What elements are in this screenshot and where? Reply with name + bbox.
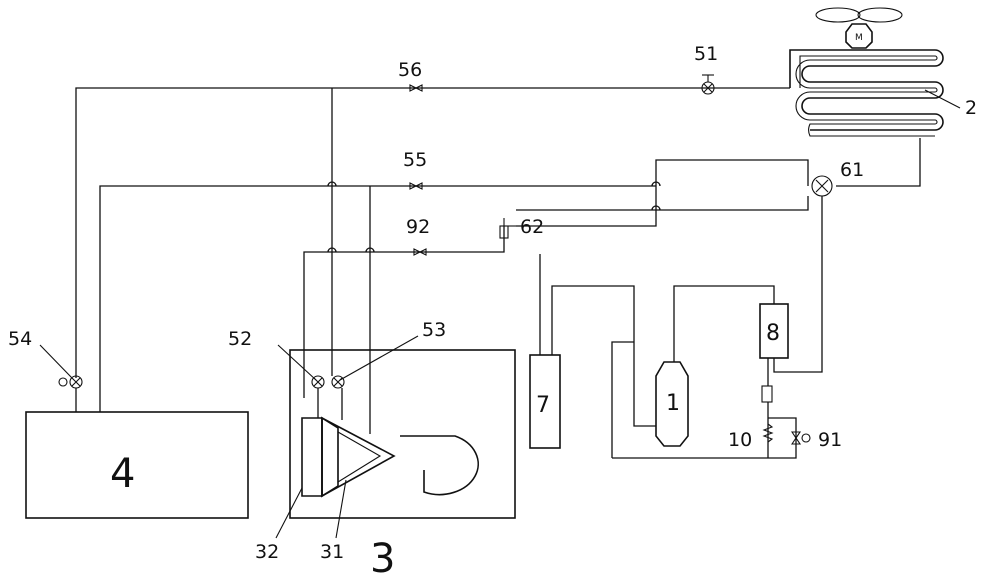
valve-56 xyxy=(409,84,423,92)
label-56: 56 xyxy=(398,59,422,81)
fan-volute xyxy=(400,435,479,496)
pipe-61-down xyxy=(773,196,823,373)
tank-4 xyxy=(25,411,249,519)
condenser-coil-2-inner xyxy=(795,55,938,137)
leader-53 xyxy=(339,335,419,381)
leader-52 xyxy=(277,344,317,381)
expansion-62 xyxy=(499,218,516,239)
fan-blade-right xyxy=(857,7,903,23)
label-52: 52 xyxy=(228,328,252,350)
label-31: 31 xyxy=(320,541,344,563)
motor-icon xyxy=(845,23,873,49)
label-51: 51 xyxy=(694,43,718,65)
valve-92 xyxy=(413,248,427,256)
label-4: 4 xyxy=(110,451,135,497)
pipe-62-right xyxy=(516,210,657,227)
pipe-61-to-coil xyxy=(836,138,921,187)
label-54: 54 xyxy=(8,328,32,350)
filter xyxy=(761,385,773,403)
condenser-coil-2 xyxy=(789,49,944,131)
label-92: 92 xyxy=(406,216,430,238)
pipe-1-top xyxy=(673,285,775,362)
label-32: 32 xyxy=(255,541,279,563)
label-1: 1 xyxy=(666,391,680,416)
leader-54 xyxy=(39,344,73,379)
crossover-d xyxy=(651,181,661,187)
pipe-92 xyxy=(303,226,505,398)
label-3: 3 xyxy=(370,536,395,582)
leader-2 xyxy=(924,89,961,109)
pipe-7-loop xyxy=(551,285,656,427)
leader-31 xyxy=(335,479,347,539)
valve-61 xyxy=(811,175,833,197)
crossover-b xyxy=(327,247,337,253)
coil-10 xyxy=(762,423,774,443)
pipe-1-loop xyxy=(611,341,634,458)
label-55: 55 xyxy=(403,149,427,171)
label-7: 7 xyxy=(536,393,550,418)
crossover-a xyxy=(327,181,337,187)
valve-91 xyxy=(790,431,811,445)
valve-51 xyxy=(701,74,715,95)
label-8: 8 xyxy=(766,321,780,346)
pipe-91-bypass xyxy=(768,417,797,459)
exchanger-32 xyxy=(301,417,323,497)
triangle-31 xyxy=(321,416,396,498)
valve-54 xyxy=(58,375,83,389)
fan-blade-left xyxy=(815,7,861,23)
label-53: 53 xyxy=(422,319,446,341)
pipe-61-mid xyxy=(516,196,809,211)
pipe-55 xyxy=(99,185,656,400)
label-91: 91 xyxy=(818,429,842,451)
component-7 xyxy=(529,354,561,449)
pipe-top xyxy=(75,87,790,378)
label-62: 62 xyxy=(520,216,544,238)
motor-label: M xyxy=(855,33,863,43)
unit-3-housing xyxy=(289,349,516,519)
pipe-52-53-drop xyxy=(317,388,343,420)
compressor-1 xyxy=(655,361,689,447)
label-61: 61 xyxy=(840,159,864,181)
label-2: 2 xyxy=(965,97,977,119)
leader-32 xyxy=(275,487,303,539)
crossover-c xyxy=(365,247,375,253)
triangle-31-inner xyxy=(337,431,382,483)
pipe-61-top xyxy=(655,159,809,186)
label-10: 10 xyxy=(728,429,752,451)
exchanger-32-side xyxy=(321,416,339,498)
crossover-e xyxy=(651,205,661,211)
valve-53 xyxy=(331,375,345,389)
valve-55 xyxy=(409,182,423,190)
